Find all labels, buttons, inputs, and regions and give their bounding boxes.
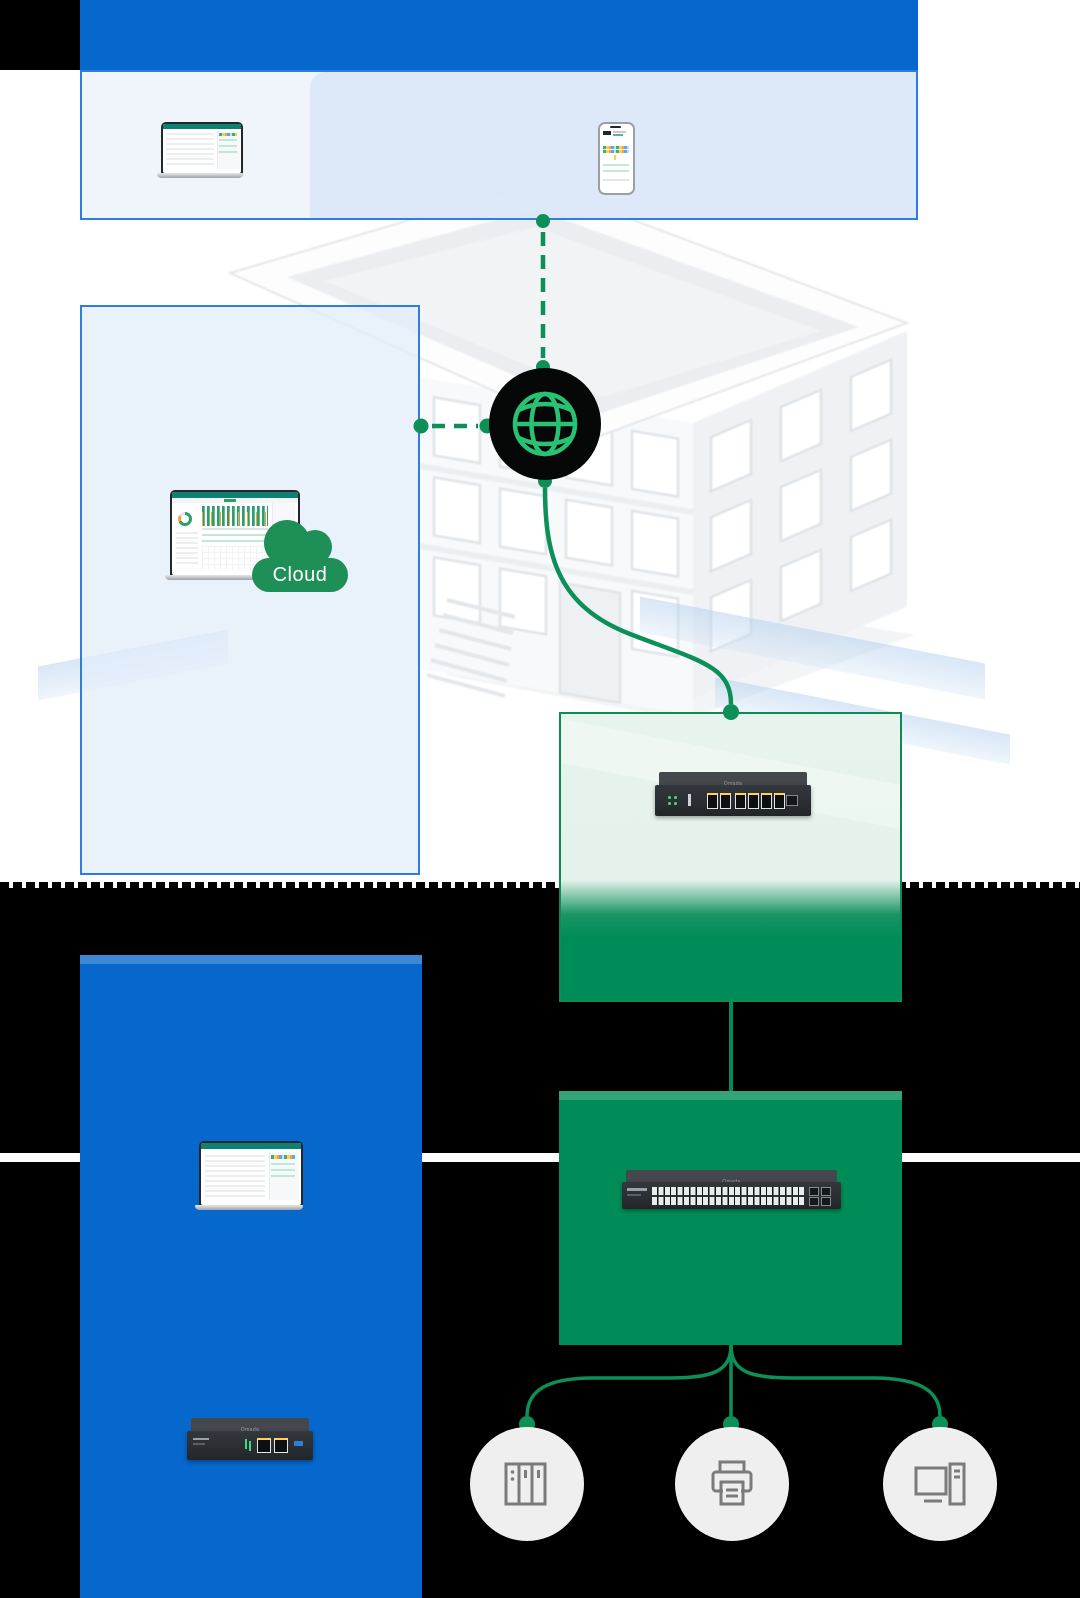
phone-notch (610, 126, 621, 128)
phone-app-logo (603, 131, 611, 135)
gateway-ethernet-port-2 (720, 793, 731, 809)
switch-model-line (627, 1194, 641, 1196)
controller-ethernet-port-2 (274, 1438, 288, 1453)
controller-brand-label: Omada (240, 1427, 260, 1432)
phone-divider (603, 179, 629, 181)
switch-sfp-2 (821, 1187, 831, 1196)
core-switch-panel-stripe (559, 1091, 902, 1100)
gateway-ethernet-port-1 (707, 793, 718, 809)
switch-sfp-3 (809, 1197, 819, 1206)
endpoint-servers (470, 1427, 584, 1541)
endpoint-printer (675, 1427, 789, 1541)
controller-model-line (193, 1443, 205, 1445)
gateway-sfp-port (786, 795, 798, 806)
black-section-dashed-edge (0, 882, 1080, 888)
ui-header-bar (201, 1143, 301, 1149)
gateway-to-switch-connector (729, 998, 733, 1093)
desktop-workstation-icon (914, 1462, 966, 1506)
gateway-ethernet-port-6 (774, 793, 785, 809)
switch-front-face (622, 1182, 841, 1209)
admin-laptop (157, 122, 247, 182)
gateway-panel: Omada (559, 712, 902, 1002)
switch-sfp-1 (809, 1187, 819, 1196)
phone-chip-row-1 (603, 146, 629, 149)
ui-spark-rows (202, 534, 268, 542)
controller-top-face: Omada (191, 1418, 309, 1432)
gateway-front-face (655, 785, 811, 816)
switch-port-row-2 (652, 1197, 804, 1205)
ui-green-lines (271, 1163, 295, 1181)
controller-front-face (187, 1431, 313, 1460)
admin-laptop-screen (161, 122, 243, 175)
endpoint-workstation (883, 1427, 997, 1541)
printer-icon (711, 1460, 753, 1506)
ui-status-chips (271, 1155, 295, 1159)
omada-gateway-router: Omada (655, 772, 811, 819)
controller-panel-stripe (80, 955, 422, 964)
phone-green-lines (603, 164, 629, 174)
cloud-label: Cloud (272, 564, 328, 586)
admin-phone (598, 122, 635, 195)
phone-text-line-1 (613, 131, 626, 133)
white-stripe-right (902, 1153, 1080, 1162)
cloud-management-panel: Cloud (80, 305, 420, 875)
ui-active-tab (224, 499, 236, 502)
management-laptop (195, 1141, 305, 1215)
top-blue-banner (80, 0, 918, 70)
phone-chip-row-2 (603, 150, 629, 153)
omada-hardware-controller: Omada (187, 1418, 313, 1462)
core-switch-panel: Omada (559, 1091, 902, 1345)
omada-48-port-switch: Omada (622, 1170, 841, 1211)
ui-donut-chart (178, 512, 192, 526)
white-stripe-center (422, 1153, 559, 1162)
cloud-badge: Cloud (252, 520, 348, 592)
ui-axis-line (202, 528, 268, 530)
admin-laptop-display (163, 124, 241, 173)
building-roof-center (325, 227, 821, 397)
management-laptop-base (195, 1205, 303, 1210)
controller-logo-line (193, 1438, 209, 1440)
ui-legend-rows (176, 532, 198, 564)
building-stairs (426, 598, 516, 698)
switch-port-row-1 (652, 1187, 804, 1195)
switch-brand-label: Omada (722, 1179, 741, 1183)
internet-node (489, 368, 601, 480)
ui-table-rows (205, 1155, 265, 1197)
switch-label-area (627, 1188, 647, 1191)
ui-header-bar (163, 124, 241, 129)
building-entrance (558, 581, 622, 705)
controller-usb-port (294, 1441, 303, 1446)
switch-top-face: Omada (626, 1170, 837, 1183)
gateway-ethernet-port-3 (735, 793, 746, 809)
remote-access-panel (80, 70, 918, 220)
management-laptop-display (201, 1143, 301, 1205)
white-stripe-left (0, 1153, 80, 1162)
building-right-facade (693, 330, 907, 699)
ui-status-chips (219, 133, 237, 136)
management-laptop-screen (199, 1141, 303, 1207)
phone-bar (614, 155, 616, 160)
gateway-ethernet-port-5 (761, 793, 772, 809)
gateway-brand-label: Omada (723, 781, 743, 786)
cloud-shape-base (252, 558, 348, 592)
cloud-laptop-base (165, 575, 301, 580)
globe-icon (512, 391, 578, 457)
gateway-top-face: Omada (659, 772, 807, 786)
server-rack-icon (504, 1462, 547, 1506)
ui-table-rows (166, 133, 214, 167)
phone-text-line-2 (613, 134, 623, 136)
controller-panel: Omada (80, 955, 422, 1598)
controller-ethernet-port-1 (257, 1438, 271, 1453)
top-left-black-block (0, 0, 80, 70)
ui-header-bar (172, 492, 298, 498)
gateway-ethernet-port-4 (748, 793, 759, 809)
admin-laptop-base (157, 173, 243, 178)
ui-bar-chart-overlay (202, 512, 268, 526)
gateway-led-indicators (668, 796, 671, 799)
switch-sfp-4 (821, 1197, 831, 1206)
controller-leds (245, 1439, 247, 1449)
gateway-usb-port (688, 794, 691, 806)
ui-green-lines (219, 139, 237, 153)
